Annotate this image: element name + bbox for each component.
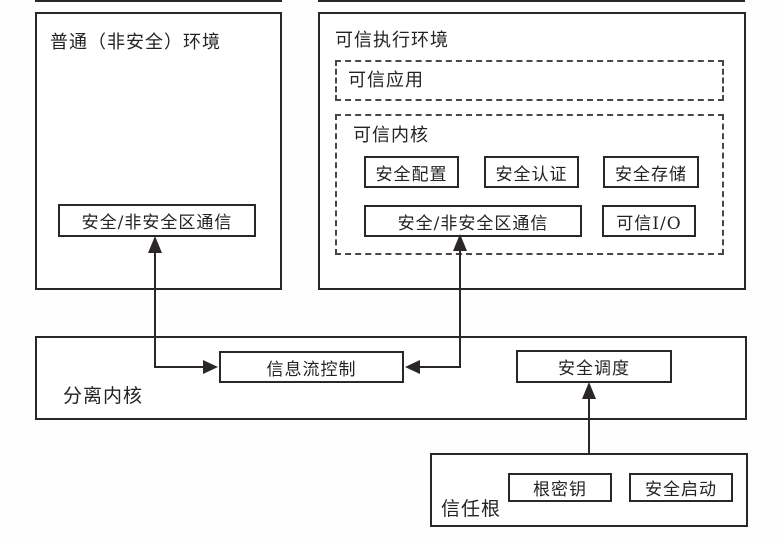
trusted-app-title: 可信应用 [348,70,424,91]
root-key-label: 根密钥 [533,480,587,500]
secure-storage-label: 安全存储 [615,164,687,185]
root-key-box: 根密钥 [508,473,612,502]
tee-box: 可信执行环境 可信应用 可信内核 安全配置 安全认证 安全存储 安全/非安全区通… [318,12,746,290]
secure-scheduler-box: 安全调度 [516,350,672,383]
security-auth-label: 安全认证 [495,164,568,185]
trusted-kernel-box: 可信内核 安全配置 安全认证 安全存储 安全/非安全区通信 可信I/O [335,114,724,255]
normal-env-comm-box: 安全/非安全区通信 [58,204,256,237]
root-of-trust-title: 信任根 [441,498,502,520]
arrowhead-left-icon [405,360,420,374]
secure-boot-label: 安全启动 [645,480,717,500]
normal-env-title: 普通（非安全）环境 [50,32,221,53]
separation-kernel-box: 分离内核 信息流控制 安全调度 [35,336,747,420]
secure-storage-box: 安全存储 [603,156,699,188]
tee-comm-box: 安全/非安全区通信 [364,205,582,237]
arrowhead-right-icon [203,360,218,374]
connector-line [154,251,156,368]
tee-comm-label: 安全/非安全区通信 [397,213,549,234]
security-config-label: 安全配置 [375,164,448,185]
normal-env-comm-label: 安全/非安全区通信 [81,213,233,233]
arrowhead-up-icon [148,236,162,253]
security-config-box: 安全配置 [364,156,459,188]
info-flow-control-label: 信息流控制 [266,359,357,380]
connector-line [154,366,205,368]
top-crop-line-right [318,0,745,2]
secure-scheduler-label: 安全调度 [558,359,630,379]
top-crop-line-left [35,0,282,2]
root-of-trust-box: 信任根 根密钥 安全启动 [430,453,748,527]
tee-title: 可信执行环境 [335,30,449,51]
connector-line [420,366,461,368]
separation-kernel-title: 分离内核 [63,385,144,407]
arrowhead-up-icon [582,382,596,399]
info-flow-control-box: 信息流控制 [219,351,404,383]
security-auth-box: 安全认证 [484,156,579,188]
connector-line [588,398,590,453]
arrowhead-up-icon [453,234,467,251]
trusted-io-label: 可信I/O [616,213,682,234]
trusted-io-box: 可信I/O [602,205,696,237]
connector-line [459,249,461,368]
trusted-app-box: 可信应用 [335,60,724,101]
secure-boot-box: 安全启动 [629,473,733,502]
trusted-kernel-title: 可信内核 [353,125,429,146]
